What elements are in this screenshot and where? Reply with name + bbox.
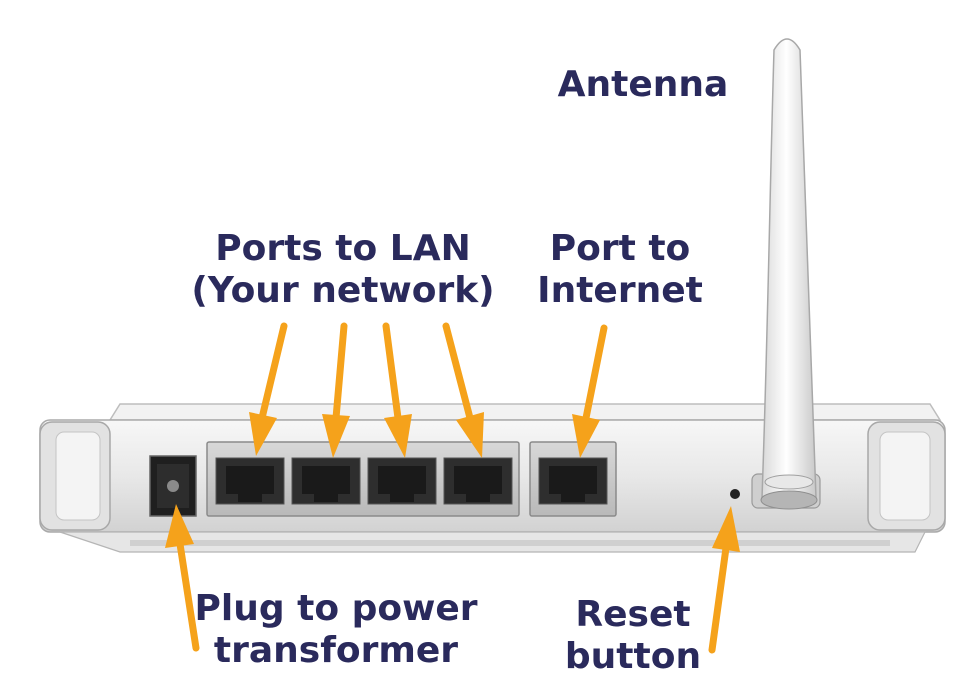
arrow-icon	[708, 506, 740, 654]
arrow-icon	[249, 322, 288, 456]
lan-port-panel	[206, 441, 520, 517]
antenna-label-text: Antenna	[557, 64, 729, 105]
arrow-icon	[165, 504, 200, 652]
internet-port-label-line2: Internet	[537, 270, 703, 311]
reset-button-label-line2: button	[564, 636, 702, 677]
arrow-icon	[382, 322, 412, 458]
power-jack-icon	[149, 455, 197, 517]
lan-ports-label: Ports to LAN (Your network)	[178, 228, 508, 312]
reset-button-icon	[730, 489, 740, 499]
lan-ports-label-line2: (Your network)	[191, 270, 495, 311]
ethernet-port-icon	[291, 457, 361, 505]
antenna-label: Antenna	[548, 64, 738, 106]
internet-port-label-line1: Port to	[549, 228, 691, 269]
lan-ports-label-line1: Ports to LAN	[215, 228, 471, 269]
arrow-icon	[442, 322, 484, 458]
antenna-icon	[751, 38, 821, 510]
arrow-icon	[572, 324, 608, 458]
ethernet-port-icon	[443, 457, 513, 505]
reset-button-label: Reset button	[548, 594, 718, 678]
reset-button-label-line1: Reset	[575, 594, 691, 635]
power-plug-label-line2: transformer	[213, 630, 459, 671]
power-plug-label: Plug to power transformer	[180, 588, 492, 672]
ethernet-port-icon	[538, 457, 608, 505]
ethernet-port-icon	[215, 457, 285, 505]
arrow-icon	[322, 322, 350, 458]
ethernet-port-icon	[367, 457, 437, 505]
power-plug-label-line1: Plug to power	[194, 588, 478, 629]
internet-port-label: Port to Internet	[525, 228, 715, 312]
